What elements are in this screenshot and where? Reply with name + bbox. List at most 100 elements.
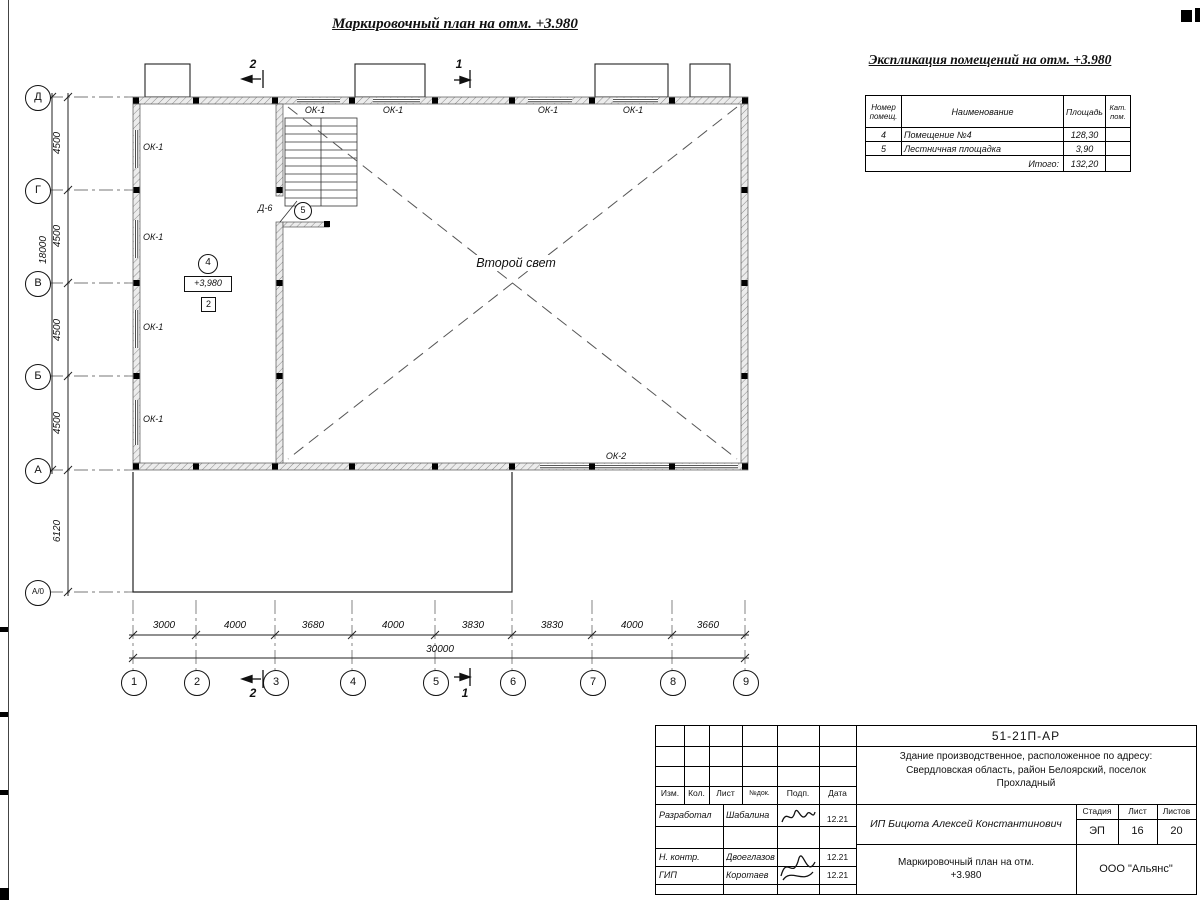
schedule-title: Экспликация помещений на отм. +3.980 bbox=[868, 52, 1112, 67]
door-label-d6: Д-6 bbox=[258, 203, 273, 213]
zone-mark: 2 bbox=[201, 297, 216, 312]
roof-parapets bbox=[144, 63, 731, 98]
dimension-lines bbox=[47, 92, 750, 663]
window-label-ok1: ОК-1 bbox=[143, 142, 164, 152]
schedule-cell-cat bbox=[1104, 127, 1131, 142]
dim-col-4: 4000 bbox=[381, 620, 405, 631]
section-marks bbox=[240, 70, 472, 688]
schedule-row: 5 Лестничная площадка 3,90 bbox=[865, 141, 1131, 156]
tb-col-izm: Изм. bbox=[660, 788, 680, 798]
dim-row-4: 4500 bbox=[52, 411, 63, 435]
tb-drawing-name: Маркировочный план на отм. +3.980 bbox=[897, 857, 1035, 881]
tb-sheets-label: Листов bbox=[1162, 806, 1191, 816]
dim-col-6: 3830 bbox=[540, 620, 564, 631]
dim-col-2: 4000 bbox=[223, 620, 247, 631]
axis-row-b: Б bbox=[25, 364, 51, 390]
axis-col-1: 1 bbox=[121, 670, 147, 696]
axis-col-6: 6 bbox=[500, 670, 526, 696]
schedule-cell-cat bbox=[1104, 141, 1131, 156]
tb-col-list: Лист bbox=[716, 788, 735, 798]
dim-row-3: 4500 bbox=[52, 318, 63, 342]
window-label-ok1: ОК-1 bbox=[382, 105, 404, 115]
schedule-cell-name: Лестничная площадка bbox=[901, 141, 1064, 156]
schedule-cell-num: 4 bbox=[865, 127, 902, 142]
dim-col-total: 30000 bbox=[426, 644, 454, 655]
tb-date: 12.21 bbox=[826, 870, 849, 880]
schedule-col-num: Номер помещ. bbox=[865, 95, 902, 128]
tb-client: ИП Бицюта Алексей Константинович bbox=[870, 818, 1062, 830]
axis-row-v: В bbox=[25, 271, 51, 297]
tb-col-ndok: №док. bbox=[749, 790, 770, 797]
tb-date: 12.21 bbox=[826, 852, 849, 862]
tb-col-podp: Подп. bbox=[786, 788, 810, 798]
tb-stage-label: Стадия bbox=[1082, 806, 1112, 816]
window-label-ok1: ОК-1 bbox=[143, 322, 164, 332]
tb-name: Двоеглазов bbox=[726, 852, 775, 862]
window-label-ok1: ОК-1 bbox=[143, 414, 164, 424]
schedule-total-value: 132,20 bbox=[1063, 155, 1106, 172]
dim-row-total: 18000 bbox=[38, 236, 49, 264]
window-label-ok1: ОК-1 bbox=[537, 105, 559, 115]
schedule-total-label: Итого: bbox=[865, 155, 1064, 172]
axis-col-7: 7 bbox=[580, 670, 606, 696]
title-block: Изм. Кол. Лист №док. Подп. Дата Разработ… bbox=[655, 725, 1197, 895]
tb-doc-number: 51-21П-АР bbox=[991, 729, 1061, 743]
tb-name: Коротаев bbox=[726, 870, 769, 880]
axis-col-5: 5 bbox=[423, 670, 449, 696]
plan-title: Маркировочный план на отм. +3.980 bbox=[332, 16, 578, 32]
schedule-cell-num: 5 bbox=[865, 141, 902, 156]
axis-row-g: Г bbox=[25, 178, 51, 204]
axis-row-a0: А/0 bbox=[25, 580, 51, 606]
window-label-ok2: ОК-2 bbox=[598, 451, 634, 461]
room-schedule-table: Номер помещ. Наименование Площадь Кат. п… bbox=[865, 95, 1131, 172]
tb-col-data: Дата bbox=[828, 788, 847, 798]
dim-col-7: 4000 bbox=[620, 620, 644, 631]
axis-col-8: 8 bbox=[660, 670, 686, 696]
schedule-cell-name: Помещение №4 bbox=[901, 127, 1064, 142]
section1-label-bottom: 1 bbox=[461, 686, 469, 700]
section2-label-bottom: 2 bbox=[249, 686, 257, 700]
signature-icon bbox=[781, 809, 816, 823]
tb-sheet-label: Лист bbox=[1128, 806, 1147, 816]
dim-col-3: 3680 bbox=[301, 620, 325, 631]
section2-label-top: 2 bbox=[249, 57, 257, 71]
schedule-col-area: Площадь bbox=[1063, 95, 1106, 128]
tb-date: 12.21 bbox=[826, 814, 849, 824]
dim-row-2: 4500 bbox=[52, 224, 63, 248]
room5-number-bubble: 5 bbox=[294, 202, 312, 220]
axis-col-3: 3 bbox=[263, 670, 289, 696]
window-label-ok1: ОК-1 bbox=[622, 105, 644, 115]
tb-project-description: Здание производственное, расположенное п… bbox=[899, 751, 1153, 789]
tb-name: Шабалина bbox=[726, 810, 770, 820]
dim-col-8: 3660 bbox=[696, 620, 720, 631]
schedule-cell-area: 128,30 bbox=[1063, 127, 1106, 142]
tb-col-kol: Кол. bbox=[688, 788, 705, 798]
windows bbox=[133, 97, 738, 470]
schedule-col-cat: Кат. пом. bbox=[1104, 95, 1131, 128]
dim-6120: 6120 bbox=[52, 519, 63, 543]
tb-stage-value: ЭП bbox=[1089, 825, 1105, 837]
annex-outline bbox=[132, 472, 513, 593]
staircase bbox=[279, 117, 358, 223]
dim-row-1: 4500 bbox=[52, 131, 63, 155]
window-label-ok1: ОК-1 bbox=[304, 105, 326, 115]
room4-number-bubble: 4 bbox=[198, 254, 218, 274]
dim-col-5: 3830 bbox=[461, 620, 485, 631]
section1-label-top: 1 bbox=[455, 57, 463, 71]
signature-icon bbox=[780, 855, 816, 881]
tb-role: Разработал bbox=[659, 810, 712, 820]
schedule-col-name: Наименование bbox=[901, 95, 1064, 128]
structural-columns bbox=[133, 97, 748, 470]
tb-role: ГИП bbox=[659, 870, 677, 880]
void-cross bbox=[287, 106, 738, 460]
tb-role: Н. контр. bbox=[659, 852, 700, 862]
axis-row-d: Д bbox=[25, 85, 51, 111]
dim-col-1: 3000 bbox=[152, 620, 176, 631]
tb-sheets-value: 20 bbox=[1170, 825, 1183, 837]
tb-company: ООО "Альянс" bbox=[1099, 863, 1173, 875]
axis-col-2: 2 bbox=[184, 670, 210, 696]
schedule-cell-area: 3,90 bbox=[1063, 141, 1106, 156]
tb-sheet-value: 16 bbox=[1131, 825, 1144, 837]
